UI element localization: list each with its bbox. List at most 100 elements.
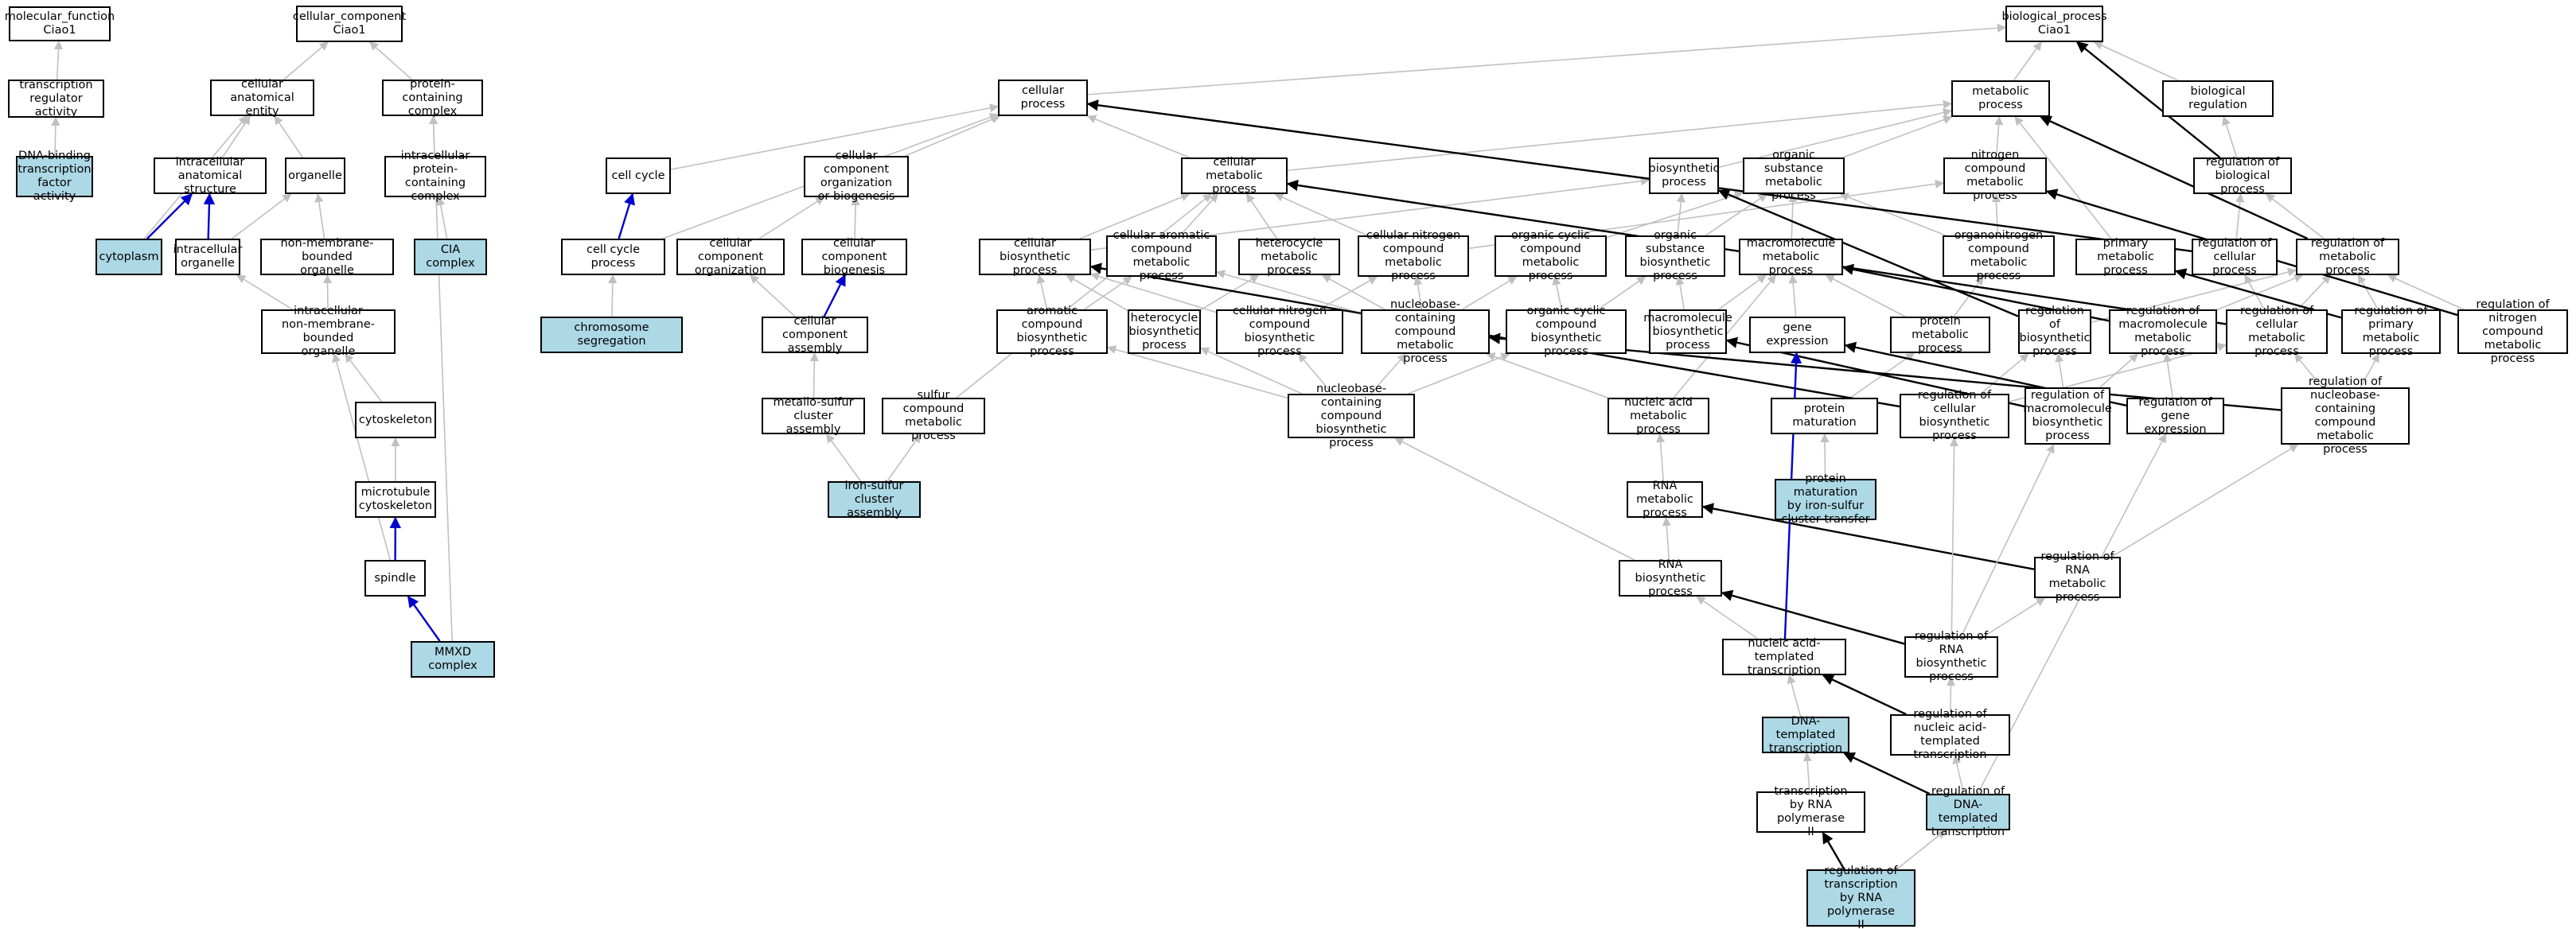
edge-rna-metabolic-process-to-nucleic-acid-metabolic-process xyxy=(1655,433,1666,482)
edge-organic-cyclic-compound-metabolic-process-to-organic-substance-metabolic-process xyxy=(1606,191,1744,239)
edge-regulation-of-nucleobase-containing-compound-metabolic-process-to-regulation-of-primary-metabolic-process xyxy=(2360,353,2380,388)
node-rna-metabolic-process[interactable]: RNA metabolic process xyxy=(1627,480,1703,519)
node-cellular-process[interactable]: cellular process xyxy=(998,80,1088,116)
node-regulation-of-transcription-by-rna-polymerase-ii[interactable]: regulation of transcription by RNA polym… xyxy=(1806,865,1915,929)
edge-regulation-of-transcription-by-rna-polymerase-ii-to-transcription-by-rna-polymerase-ii xyxy=(1822,831,1845,870)
node-regulation-of-biological-process[interactable]: regulation of biological process xyxy=(2193,156,2292,196)
node-gene-expression[interactable]: gene expression xyxy=(1749,317,1845,353)
node-cc-biogenesis[interactable]: cellular component biogenesis xyxy=(801,237,907,277)
edge-regulation-of-cellular-process-to-regulation-of-biological-process xyxy=(2235,192,2245,239)
node-cytoskeleton[interactable]: cytoskeleton xyxy=(355,402,436,438)
node-protein-maturation[interactable]: protein maturation xyxy=(1771,398,1878,434)
node-regulation-of-rna-metabolic-process[interactable]: regulation of RNA metabolic process xyxy=(2034,550,2121,604)
node-aromatic-compound-biosynthetic-process[interactable]: aromatic compound biosynthetic process xyxy=(996,305,1108,358)
node-regulation-of-gene-expression[interactable]: regulation of gene expression xyxy=(2126,396,2224,436)
node-intracellular-non-membrane-bounded-organelle[interactable]: intracellular non-membrane-bounded organ… xyxy=(261,305,396,358)
node-regulation-of-nitrogen-compound-metabolic-process[interactable]: regulation of nitrogen compound metaboli… xyxy=(2457,298,2568,365)
node-cellular-nitrogen-compound-metabolic-process[interactable]: cellular nitrogen compound metabolic pro… xyxy=(1358,229,1469,282)
node-nucleobase-containing-compound-biosynthetic-process[interactable]: nucleobase-containing compound biosynthe… xyxy=(1288,383,1415,449)
node-cia-complex[interactable]: CIA complex xyxy=(414,239,487,275)
node-regulation-of-dna-templated-transcription[interactable]: regulation of DNA-templated transcriptio… xyxy=(1926,785,2010,838)
edge-mmxd-complex-to-spindle xyxy=(407,595,441,642)
edge-regulation-of-metabolic-process-to-regulation-of-biological-process xyxy=(2265,193,2325,239)
edge-regulation-of-dna-templated-transcription-to-regulation-of-nucleic-acid-templated-transcription xyxy=(1952,754,1965,795)
node-metabolic-process[interactable]: metabolic process xyxy=(1951,80,2050,117)
node-regulation-of-cellular-biosynthetic-process[interactable]: regulation of cellular biosynthetic proc… xyxy=(1900,389,2009,442)
node-cc-assembly[interactable]: cellular component assembly xyxy=(762,315,868,355)
node-organic-substance-biosynthetic-process[interactable]: organic substance biosynthetic process xyxy=(1625,229,1725,282)
edge-transcription-by-rna-polymerase-ii-to-dna-templated-transcription xyxy=(1802,752,1812,792)
node-protein-metabolic-process[interactable]: protein metabolic process xyxy=(1890,315,1990,355)
node-organic-substance-metabolic-process[interactable]: organic substance metabolic process xyxy=(1743,149,1845,202)
node-organic-cyclic-compound-metabolic-process[interactable]: organic cyclic compound metabolic proces… xyxy=(1495,229,1607,282)
edge-organonitrogen-compound-metabolic-process-to-nitrogen-compound-metabolic-process xyxy=(1991,192,2001,236)
node-organelle[interactable]: organelle xyxy=(285,157,345,194)
node-mmxd-complex[interactable]: MMXD complex xyxy=(411,641,495,678)
node-cytoplasm[interactable]: cytoplasm xyxy=(95,239,162,275)
edge-intracellular-organelle-to-intracellular-anatomical-structure xyxy=(203,192,216,239)
node-primary-metabolic-process[interactable]: primary metabolic process xyxy=(2075,237,2176,277)
node-organonitrogen-compound-metabolic-process[interactable]: organonitrogen compound metabolic proces… xyxy=(1943,229,2055,282)
node-cellular-aromatic-compound-metabolic-process[interactable]: cellular aromatic compound metabolic pro… xyxy=(1106,229,1217,282)
node-cellular-nitrogen-compound-biosynthetic-process[interactable]: cellular nitrogen compound biosynthetic … xyxy=(1216,305,1343,358)
node-heterocycle-metabolic-process[interactable]: heterocycle metabolic process xyxy=(1238,237,1340,277)
edge-nucleobase-containing-compound-metabolic-process-to-cellular-nitrogen-compound-metabolic-process xyxy=(1413,275,1423,310)
edge-macromolecule-biosynthetic-process-to-organic-substance-biosynthetic-process xyxy=(1675,275,1686,310)
node-regulation-of-cellular-metabolic-process[interactable]: regulation of cellular metabolic process xyxy=(2226,305,2328,358)
node-cc-org-or-biogenesis[interactable]: cellular component organization or bioge… xyxy=(804,150,909,203)
node-nucleobase-containing-compound-metabolic-process[interactable]: nucleobase-containing compound metabolic… xyxy=(1361,298,1490,365)
node-protein-maturation-by-iron-sulfur-cluster-transfer[interactable]: protein maturation by iron-sulfur cluste… xyxy=(1775,472,1876,526)
edge-organic-substance-metabolic-process-to-metabolic-process xyxy=(1842,115,1953,158)
node-regulation-of-metabolic-process[interactable]: regulation of metabolic process xyxy=(2296,237,2399,277)
node-macromolecule-metabolic-process[interactable]: macromolecule metabolic process xyxy=(1739,237,1843,277)
node-transcription-by-rna-polymerase-ii[interactable]: transcription by RNA polymerase II xyxy=(1756,785,1865,838)
node-regulation-of-cellular-process[interactable]: regulation of cellular process xyxy=(2192,237,2278,277)
node-nucleic-acid-templated-transcription[interactable]: nucleic acid-templated transcription xyxy=(1722,637,1846,677)
node-heterocycle-biosynthetic-process[interactable]: heterocycle biosynthetic process xyxy=(1128,309,1201,354)
node-intracellular-protein-containing-complex[interactable]: intracellular protein-containing complex xyxy=(384,150,486,203)
node-molecular-function[interactable]: molecular_function Ciao1 xyxy=(5,6,115,41)
node-chromosome-segregation[interactable]: chromosome segregation xyxy=(540,317,683,353)
node-cell-cycle[interactable]: cell cycle xyxy=(606,157,671,194)
node-regulation-of-macromolecule-metabolic-process[interactable]: regulation of macromolecule metabolic pr… xyxy=(2109,305,2217,358)
node-intracellular-organelle[interactable]: intracellular organelle xyxy=(173,239,242,275)
node-protein-containing-complex[interactable]: protein-containing complex xyxy=(382,78,483,118)
node-metallo-sulfur-cluster-assembly[interactable]: metallo-sulfur cluster assembly xyxy=(762,396,865,436)
node-nitrogen-compound-metabolic-process[interactable]: nitrogen compound metabolic process xyxy=(1943,149,2047,202)
edge-heterocycle-metabolic-process-to-cellular-metabolic-process xyxy=(1245,193,1278,239)
node-biosynthetic-process[interactable]: biosynthetic process xyxy=(1649,157,1719,194)
node-dna-templated-transcription[interactable]: DNA-templated transcription xyxy=(1762,715,1849,755)
node-biological-process[interactable]: biological_process Ciao1 xyxy=(2001,6,2107,42)
node-regulation-of-primary-metabolic-process[interactable]: regulation of primary metabolic process xyxy=(2341,305,2441,358)
node-sulfur-compound-metabolic-process[interactable]: sulfur compound metabolic process xyxy=(882,389,985,442)
node-regulation-of-nucleobase-containing-compound-metabolic-process[interactable]: regulation of nucleobase-containing comp… xyxy=(2281,375,2410,456)
node-regulation-of-rna-biosynthetic-process[interactable]: regulation of RNA biosynthetic process xyxy=(1904,630,1998,683)
node-dna-binding-tf-activity[interactable]: DNA-binding transcription factor activit… xyxy=(16,150,93,203)
edge-regulation-of-primary-metabolic-process-to-regulation-of-metabolic-process xyxy=(2357,274,2379,310)
node-biological-regulation[interactable]: biological regulation xyxy=(2162,80,2274,117)
edge-regulation-of-cellular-metabolic-process-to-regulation-of-metabolic-process xyxy=(2297,274,2331,310)
edge-dna-binding-tf-activity-to-transcription-regulator-activity xyxy=(51,116,60,157)
node-rna-biosynthetic-process[interactable]: RNA biosynthetic process xyxy=(1619,558,1722,598)
node-cell-cycle-process[interactable]: cell cycle process xyxy=(561,239,665,275)
node-cellular-biosynthetic-process[interactable]: cellular biosynthetic process xyxy=(979,237,1091,277)
node-regulation-of-nucleic-acid-templated-transcription[interactable]: regulation of nucleic acid-templated tra… xyxy=(1890,708,2010,761)
node-spindle[interactable]: spindle xyxy=(364,560,426,597)
node-nucleic-acid-metabolic-process[interactable]: nucleic acid metabolic process xyxy=(1608,396,1709,436)
edge-nucleobase-containing-compound-metabolic-process-to-organic-cyclic-compound-metabolic-process xyxy=(1462,276,1518,310)
edge-regulation-of-metabolic-process-to-metabolic-process xyxy=(2040,115,2309,240)
node-iron-sulfur-cluster-assembly[interactable]: iron-sulfur cluster assembly xyxy=(828,480,921,519)
node-organic-cyclic-compound-biosynthetic-process[interactable]: organic cyclic compound biosynthetic pro… xyxy=(1506,305,1627,358)
node-cellular-component[interactable]: cellular_component Ciao1 xyxy=(293,6,406,42)
edge-cellular-anatomical-entity-to-cellular-component xyxy=(283,41,329,80)
node-microtubule-cytoskeleton[interactable]: microtubule cytoskeleton xyxy=(355,481,436,518)
node-transcription-regulator-activity[interactable]: transcription regulator activity xyxy=(8,79,104,119)
node-regulation-of-biosynthetic-process[interactable]: regulation of biosynthetic process xyxy=(2018,305,2091,358)
node-regulation-of-macromolecule-biosynthetic-process[interactable]: regulation of macromolecule biosynthetic… xyxy=(2023,387,2112,445)
node-cc-organization[interactable]: cellular component organization xyxy=(676,237,785,277)
node-intracellular-anatomical-structure[interactable]: intracellular anatomical structure xyxy=(154,156,267,196)
node-macromolecule-biosynthetic-process[interactable]: macromolecule biosynthetic process xyxy=(1643,309,1732,354)
node-cellular-anatomical-entity[interactable]: cellular anatomical entity xyxy=(210,78,314,118)
node-non-membrane-bounded-organelle[interactable]: non-membrane-bounded organelle xyxy=(260,237,394,277)
node-cellular-metabolic-process[interactable]: cellular metabolic process xyxy=(1181,156,1288,196)
